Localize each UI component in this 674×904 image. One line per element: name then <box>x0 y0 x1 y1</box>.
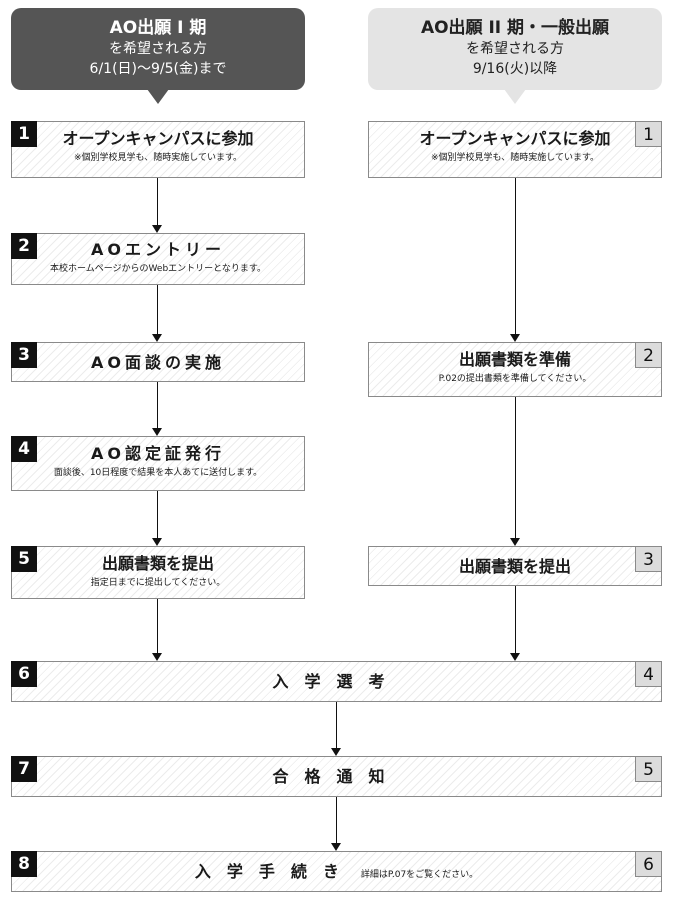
common-step-selection: 6 4 入学選考 <box>11 661 662 702</box>
step-title: 入学手続き詳細はP.07をご覧ください。 <box>12 862 661 885</box>
step-number: 5 <box>11 546 37 572</box>
step-number: 6 <box>11 661 37 687</box>
arrow-down <box>510 334 520 342</box>
step-title: AO面談の実施 <box>91 353 225 372</box>
step-number: 7 <box>11 756 37 782</box>
step-number: 3 <box>635 546 662 572</box>
header-period: 9/16(火)以降 <box>472 61 558 77</box>
step-title: 出願書類を提出 <box>101 554 214 573</box>
right-step-3: 3 出願書類を提出 <box>368 546 662 586</box>
step-number: 4 <box>11 436 37 462</box>
header-subtitle: を希望される方 <box>109 41 207 57</box>
arrow-down <box>331 748 341 756</box>
connector-line <box>515 178 516 334</box>
connector-line <box>157 491 158 538</box>
step-number: 3 <box>11 342 37 368</box>
step-title: AO認定証発行 <box>91 444 225 463</box>
arrow-down <box>152 225 162 233</box>
arrow-down <box>510 653 520 661</box>
common-step-enrollment: 8 6 入学手続き詳細はP.07をご覧ください。 <box>11 851 662 892</box>
header-period: 6/1(日)〜9/5(金)まで <box>89 61 227 77</box>
step-note: 詳細はP.07をご覧ください。 <box>360 870 479 880</box>
header-ao-phase1: AO出願 I 期 を希望される方 6/1(日)〜9/5(金)まで <box>11 8 305 104</box>
connector-line <box>157 599 158 653</box>
step-note: 面談後、10日程度で結果を本人あてに送付します。 <box>53 468 263 478</box>
right-step-2: 2 出願書類を準備 P.02の提出書類を準備してください。 <box>368 342 662 397</box>
connector-line <box>157 382 158 428</box>
step-note: P.02の提出書類を準備してください。 <box>438 374 592 384</box>
arrow-down <box>152 538 162 546</box>
arrow-down <box>152 334 162 342</box>
header-title: AO出願 I 期 <box>109 18 207 38</box>
arrow-down <box>152 653 162 661</box>
step-title: オープンキャンパスに参加 <box>419 129 611 148</box>
step-title-text: 入学手続き <box>194 862 355 881</box>
step-number-alt: 6 <box>635 851 662 877</box>
step-note: 指定日までに提出してください。 <box>90 578 226 588</box>
step-title: 出願書類を提出 <box>458 557 571 576</box>
common-step-acceptance: 7 5 合格通知 <box>11 756 662 797</box>
connector-line <box>515 397 516 538</box>
step-number-alt: 4 <box>635 661 662 687</box>
connector-line <box>157 285 158 334</box>
left-step-5: 5 出願書類を提出 指定日までに提出してください。 <box>11 546 305 599</box>
step-title: AOエントリー <box>91 240 225 259</box>
step-title: 出願書類を準備 <box>458 350 571 369</box>
bubble-tail <box>504 89 526 104</box>
connector-line <box>336 797 337 843</box>
arrow-down <box>510 538 520 546</box>
step-number: 1 <box>635 121 662 147</box>
left-step-3: 3 AO面談の実施 <box>11 342 305 382</box>
arrow-down <box>152 428 162 436</box>
header-subtitle: を希望される方 <box>466 41 564 57</box>
step-title: オープンキャンパスに参加 <box>62 129 254 148</box>
left-step-1: 1 オープンキャンパスに参加 ※個別学校見学も、随時実施しています。 <box>11 121 305 178</box>
bubble-tail <box>147 89 169 104</box>
step-number: 1 <box>11 121 37 147</box>
connector-line <box>157 178 158 225</box>
step-note: ※個別学校見学も、随時実施しています。 <box>73 153 243 163</box>
step-note: 本校ホームページからのWebエントリーとなります。 <box>49 264 266 274</box>
left-step-4: 4 AO認定証発行 面談後、10日程度で結果を本人あてに送付します。 <box>11 436 305 491</box>
right-step-1: 1 オープンキャンパスに参加 ※個別学校見学も、随時実施しています。 <box>368 121 662 178</box>
header-ao-phase2-general: AO出願 II 期・一般出願 を希望される方 9/16(火)以降 <box>368 8 662 104</box>
step-number: 2 <box>11 233 37 259</box>
arrow-down <box>331 843 341 851</box>
step-title: 合格通知 <box>272 767 401 786</box>
left-step-2: 2 AOエントリー 本校ホームページからのWebエントリーとなります。 <box>11 233 305 285</box>
connector-line <box>515 586 516 653</box>
step-number-alt: 5 <box>635 756 662 782</box>
step-number: 2 <box>635 342 662 368</box>
step-title: 入学選考 <box>272 672 401 691</box>
step-note: ※個別学校見学も、随時実施しています。 <box>430 153 600 163</box>
connector-line <box>336 702 337 748</box>
step-number: 8 <box>11 851 37 877</box>
header-title: AO出願 II 期・一般出願 <box>420 18 610 38</box>
